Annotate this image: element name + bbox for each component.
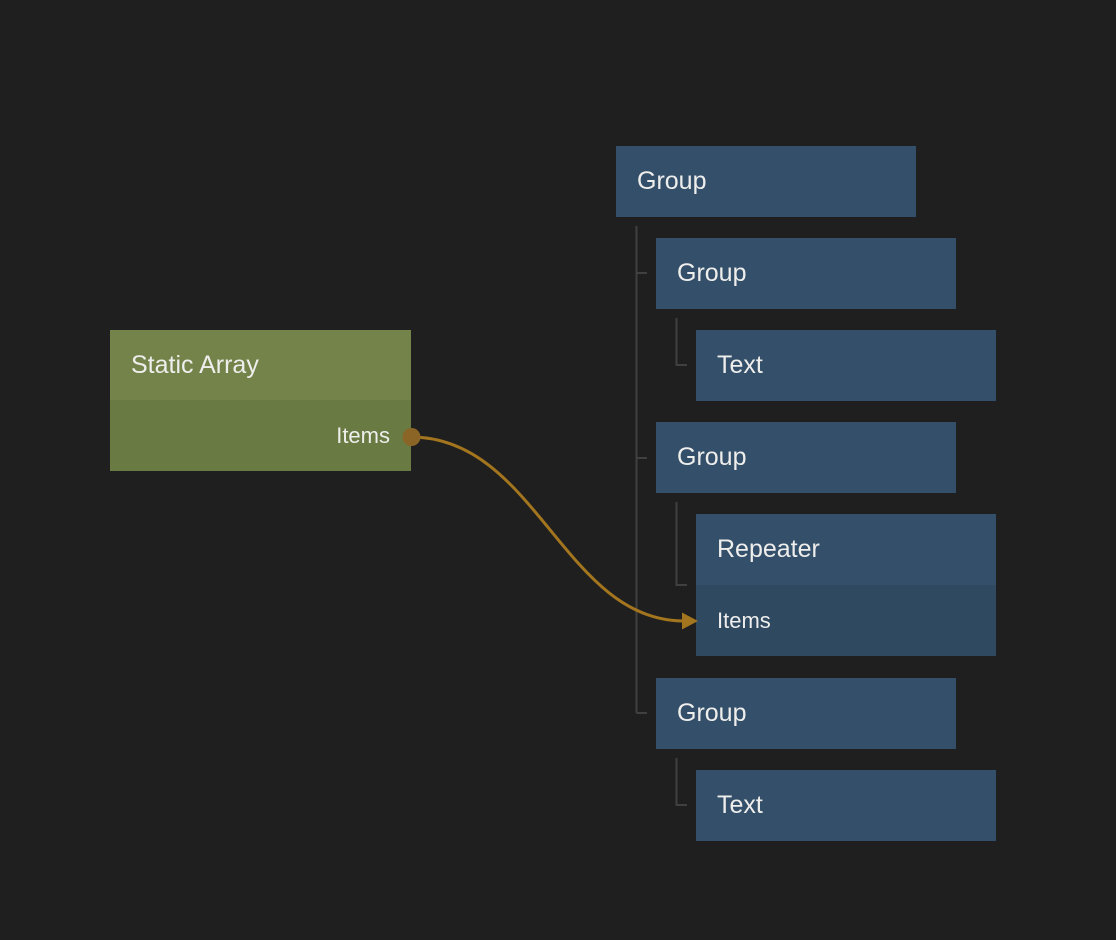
input-port-label-items: Items bbox=[717, 607, 771, 633]
node-group-child-3-title: Group bbox=[677, 699, 747, 727]
node-static-array-items-port-row[interactable]: Items bbox=[110, 400, 411, 471]
node-group-root[interactable]: Group bbox=[616, 146, 916, 217]
node-repeater-header[interactable]: Repeater bbox=[696, 514, 996, 585]
node-group-child-2[interactable]: Group bbox=[656, 422, 956, 493]
node-group-root-header[interactable]: Group bbox=[616, 146, 916, 217]
node-text-child-2[interactable]: Text bbox=[696, 770, 996, 841]
output-port-label-items: Items bbox=[336, 422, 390, 448]
tree-connector-group-1 bbox=[675, 318, 687, 366]
node-repeater[interactable]: Repeater Items bbox=[696, 514, 996, 656]
node-group-child-1[interactable]: Group bbox=[656, 238, 956, 309]
node-text-child-2-title: Text bbox=[717, 791, 763, 819]
tree-connector-root bbox=[635, 226, 647, 714]
node-repeater-title: Repeater bbox=[717, 535, 820, 563]
node-group-child-1-title: Group bbox=[677, 259, 747, 287]
node-group-child-2-title: Group bbox=[677, 443, 747, 471]
node-static-array-header[interactable]: Static Array bbox=[110, 330, 411, 400]
node-group-child-2-header[interactable]: Group bbox=[656, 422, 956, 493]
node-text-child-1[interactable]: Text bbox=[696, 330, 996, 401]
node-group-child-3-header[interactable]: Group bbox=[656, 678, 956, 749]
node-text-child-2-header[interactable]: Text bbox=[696, 770, 996, 841]
node-group-root-title: Group bbox=[637, 167, 707, 195]
node-repeater-items-port-row[interactable]: Items bbox=[696, 585, 996, 656]
connection-wire[interactable] bbox=[409, 435, 686, 623]
node-group-child-3[interactable]: Group bbox=[656, 678, 956, 749]
node-static-array-title: Static Array bbox=[131, 350, 259, 379]
tree-connector-group-3 bbox=[675, 758, 687, 806]
tree-connector-group-2 bbox=[675, 502, 687, 586]
node-group-child-1-header[interactable]: Group bbox=[656, 238, 956, 309]
node-static-array[interactable]: Static Array Items bbox=[110, 330, 411, 471]
node-text-child-1-title: Text bbox=[717, 351, 763, 379]
node-text-child-1-header[interactable]: Text bbox=[696, 330, 996, 401]
